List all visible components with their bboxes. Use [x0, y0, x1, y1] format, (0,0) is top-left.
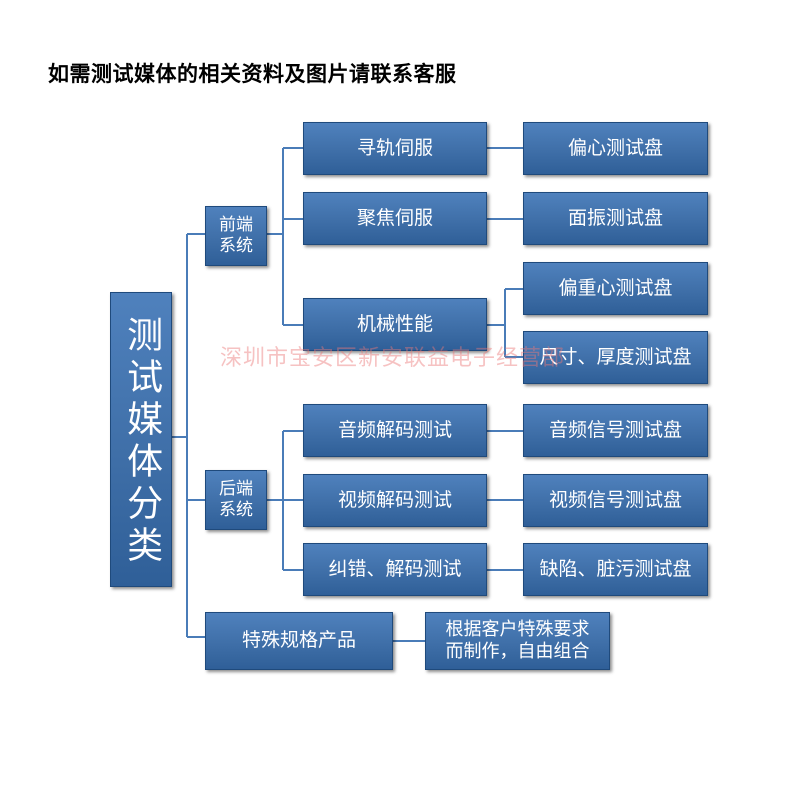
watermark-text: 深圳市宝安区新安联益电子经营部: [220, 346, 566, 371]
node-error-correction-decode-test: 纠错、解码测试: [303, 543, 487, 596]
node-audio-signal-disc: 音频信号测试盘: [523, 404, 708, 457]
node-audio-decode-test: 音频解码测试: [303, 404, 487, 457]
node-tracking-servo: 寻轨伺服: [303, 122, 487, 175]
node-back-system: 后端 系统: [205, 470, 267, 530]
node-size-thickness-disc: 尺寸、厚度测试盘: [523, 331, 708, 384]
node-eccentricity-disc: 偏心测试盘: [523, 122, 708, 175]
node-mechanical-performance: 机械性能: [303, 298, 487, 351]
node-off-center-weight-disc: 偏重心测试盘: [523, 262, 708, 315]
node-surface-vibration-disc: 面振测试盘: [523, 192, 708, 245]
node-video-signal-disc: 视频信号测试盘: [523, 474, 708, 527]
node-defect-dirt-disc: 缺陷、脏污测试盘: [523, 543, 708, 596]
node-focus-servo: 聚焦伺服: [303, 192, 487, 245]
page-title: 如需测试媒体的相关资料及图片请联系客服: [48, 62, 457, 86]
node-front-system: 前端 系统: [205, 206, 267, 266]
node-special-products: 特殊规格产品: [205, 612, 393, 670]
node-video-decode-test: 视频解码测试: [303, 474, 487, 527]
node-custom-requirements: 根据客户特殊要求 而制作，自由组合: [425, 612, 610, 670]
root-node-media-classification: 测试媒体分类: [110, 292, 172, 587]
